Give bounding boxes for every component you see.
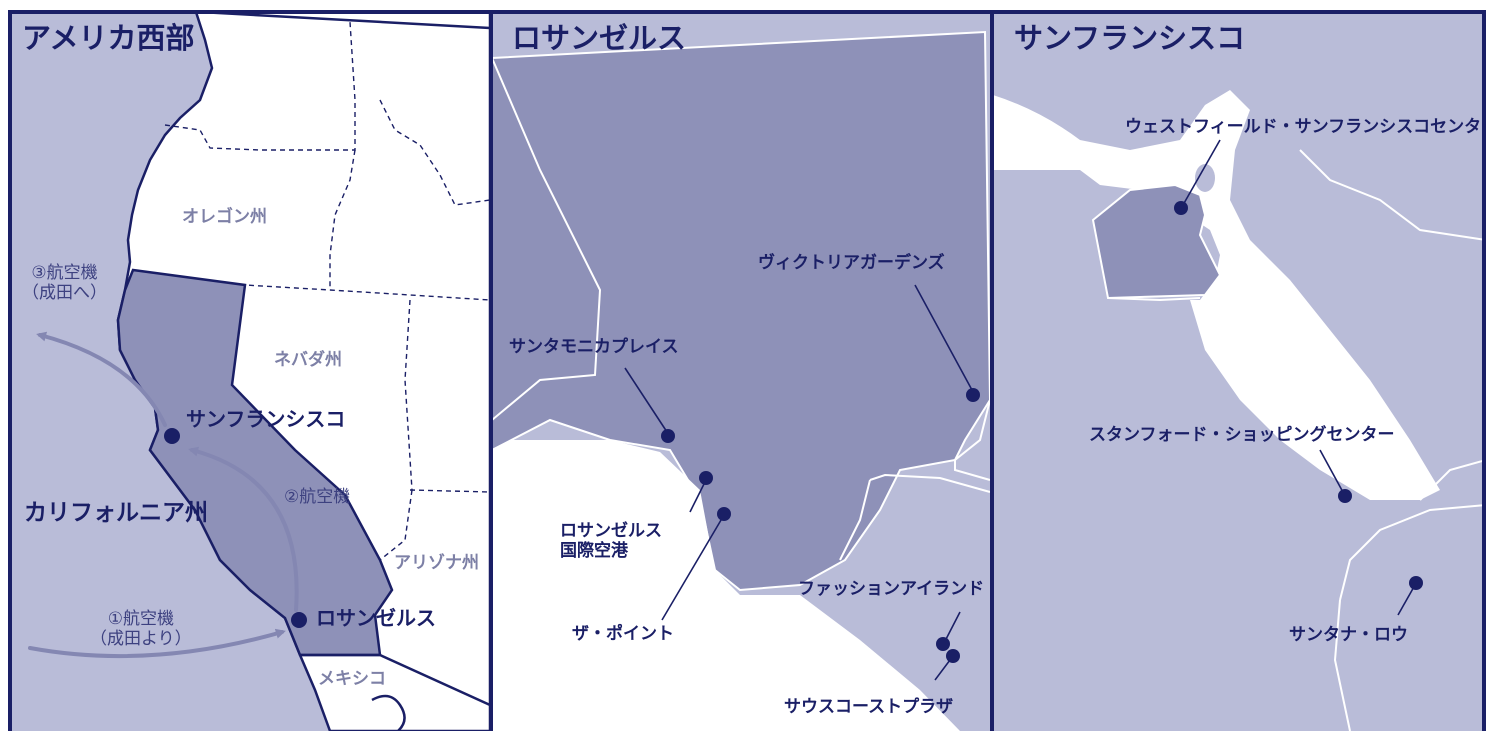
sf-island (1195, 164, 1215, 192)
la-panel-title: ロサンゼルス (512, 21, 687, 55)
la-boundaries (492, 57, 991, 561)
lax-label: ロサンゼルス 国際空港 (560, 521, 662, 561)
baja-coast (371, 694, 406, 731)
route3-line2: （成田へ） (22, 282, 107, 303)
westfield-sf-centre-label: ウェストフィールド・サンフランシスコセンター (1125, 117, 1486, 137)
south-coast-plaza-label: サウスコーストプラザ (784, 697, 954, 717)
state-borders (132, 21, 490, 561)
west-panel (10, 12, 490, 731)
stanford-shopping-center-label: スタンフォード・ショッピングセンター (1089, 425, 1395, 445)
sf-bay (993, 90, 1440, 500)
route1-label: ①航空機 （成田より） (90, 609, 192, 649)
la-ocean (492, 440, 960, 731)
west-panel-title: アメリカ西部 (22, 21, 195, 55)
nevada-label: ネバダ州 (274, 350, 342, 370)
la-county-highlight (492, 30, 991, 592)
sf-city-label: サンフランシスコ (186, 407, 346, 431)
la-markers (661, 388, 980, 663)
route3-label: ③航空機 （成田へ） (22, 263, 107, 303)
sf-panel-title: サンフランシスコ (1014, 21, 1246, 55)
mexico-label: メキシコ (318, 669, 386, 689)
santana-row-label: サンタナ・ロウ (1289, 625, 1408, 645)
sf-boundaries (1107, 149, 1486, 731)
la-marker (291, 612, 307, 628)
route-arrows (28, 331, 299, 659)
route1-line2: （成田より） (90, 628, 192, 649)
la-city-label: ロサンゼルス (316, 606, 436, 630)
sf-panel (993, 12, 1486, 731)
arizona-label: アリゾナ州 (394, 553, 479, 573)
santa-monica-place-label: サンタモニカプレイス (509, 337, 679, 357)
california-label: カリフォルニア州 (24, 500, 208, 526)
sf-county-highlight (1091, 183, 1222, 300)
victoria-gardens-label: ヴィクトリアガーデンズ (758, 253, 945, 273)
fashion-island-label: ファッションアイランド (798, 579, 985, 599)
la-leader-lines (624, 284, 973, 681)
sf-marker (164, 428, 180, 444)
oregon-label: オレゴン州 (182, 207, 267, 227)
lax-line1: ロサンゼルス (560, 521, 662, 541)
route1-line1: ①航空機 (107, 609, 174, 629)
sf-leader-lines (1182, 139, 1416, 616)
the-point-label: ザ・ポイント (572, 624, 674, 644)
sf-markers (1174, 201, 1423, 590)
lax-line2: 国際空港 (560, 540, 628, 561)
map-frame (8, 10, 1486, 731)
route2-label: ②航空機 (284, 487, 351, 507)
canada-border (199, 12, 490, 30)
la-panel (492, 12, 991, 731)
california-highlight (116, 268, 394, 657)
mexico-border (300, 653, 490, 707)
route3-line1: ③航空機 (31, 263, 98, 283)
